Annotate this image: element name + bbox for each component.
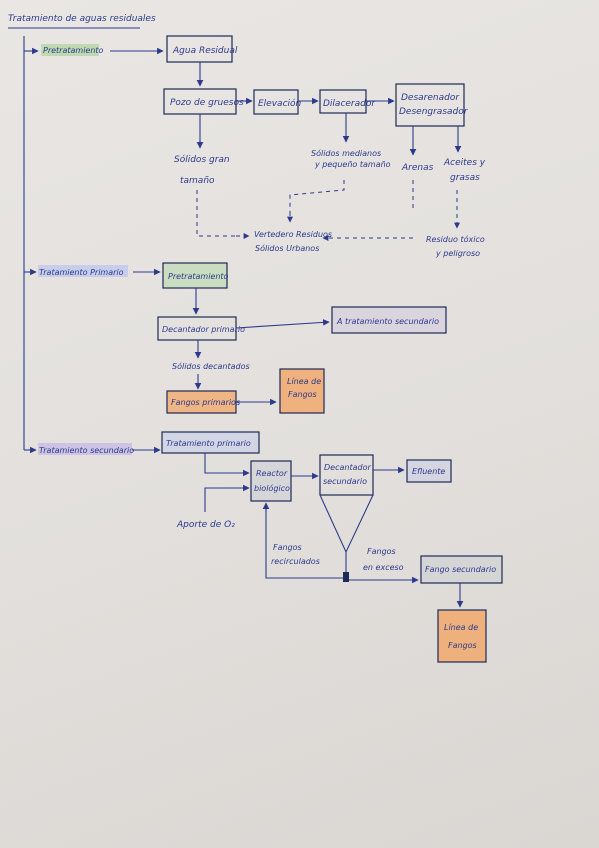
tratamiento-primario-label: Tratamiento primario bbox=[166, 439, 251, 448]
primario-highlight bbox=[38, 265, 128, 277]
linea-fangos-2-label-a: Línea de bbox=[444, 623, 478, 632]
dash-solidos-gran-to-vertedero bbox=[196, 190, 238, 237]
reactor-box bbox=[250, 460, 292, 502]
fango-secundario-label: Fango secundario bbox=[425, 565, 496, 574]
solidos-med-label-2: y pequeño tamaño bbox=[314, 160, 391, 169]
fangos-recirc-label-2: recirculados bbox=[271, 557, 320, 566]
fango-secundario-fill bbox=[421, 556, 502, 583]
efluente-fill bbox=[407, 460, 451, 482]
diagram-title: Tratamiento de aguas residuales bbox=[8, 14, 156, 24]
funnel-shape bbox=[319, 494, 374, 554]
desarenador-box bbox=[395, 83, 465, 127]
fangos-exceso-label-1: Fangos bbox=[367, 547, 396, 556]
tratamiento-primario-fill bbox=[162, 432, 259, 453]
reactor-label-1: Reactor bbox=[256, 469, 288, 478]
aporte-o2-label: Aporte de O₂ bbox=[176, 520, 235, 530]
recirculation-line bbox=[265, 504, 343, 579]
dash-solidos-med-to-vertedero bbox=[289, 180, 345, 220]
efluente-box bbox=[406, 459, 452, 483]
decantador-sec-label-1: Decantador bbox=[324, 463, 371, 472]
elevacion-box bbox=[253, 89, 299, 115]
pretratamiento-highlight bbox=[41, 44, 99, 56]
residuo-toxico-label-1: Residuo tóxico bbox=[426, 234, 485, 244]
linea-fangos-2-label-b: Fangos bbox=[448, 641, 477, 650]
linea-fangos-1-fill bbox=[280, 369, 324, 413]
linea-fangos-2-box bbox=[437, 609, 487, 663]
tratamiento-primario-box bbox=[161, 431, 260, 454]
reactor-label-2: biológico bbox=[254, 483, 290, 493]
a-tratamiento-secundario-label: A tratamiento secundario bbox=[336, 317, 439, 326]
aceites-label-1: Aceites y bbox=[443, 158, 486, 168]
pretratamiento-box bbox=[162, 262, 228, 289]
vertedero-label-1: Vertedero Residuos bbox=[254, 230, 332, 239]
dilacerador-label: Dilacerador bbox=[323, 99, 376, 109]
section-primario: Tratamiento Primario bbox=[39, 268, 124, 277]
fangos-exceso-label-2: en exceso bbox=[363, 563, 404, 572]
linea-fangos-1-box bbox=[279, 368, 325, 414]
solidos-med-label-1: Sólidos medianos bbox=[311, 148, 381, 158]
decantador-primario-box bbox=[157, 316, 237, 341]
fangos-primarios-fill bbox=[167, 391, 236, 413]
arenas-label: Arenas bbox=[401, 163, 434, 173]
linea-fangos-2-fill bbox=[438, 610, 486, 662]
arrow-primario-to-reactor bbox=[204, 453, 250, 477]
secundario-highlight bbox=[38, 443, 132, 455]
section-secundario: Tratamiento secundario bbox=[39, 446, 134, 455]
reactor-fill bbox=[251, 461, 291, 501]
residuo-toxico-label-2: y peligroso bbox=[435, 249, 480, 258]
vertedero-label-2: Sólidos Urbanos bbox=[255, 243, 319, 253]
a-tratamiento-secundario-box bbox=[331, 306, 447, 334]
fangos-recirc-label-1: Fangos bbox=[273, 543, 302, 552]
elevacion-label: Elevación bbox=[258, 98, 302, 109]
efluente-label: Efluente bbox=[412, 467, 445, 476]
pozo-gruesos-label: Pozo de gruesos bbox=[170, 98, 244, 108]
decantador-primario-label: Decantador primario bbox=[162, 325, 245, 334]
desarenador-label-2: Desengrasador bbox=[399, 107, 469, 117]
a-tratamiento-secundario-fill bbox=[332, 307, 446, 333]
solidos-gran-label-1: Sólidos gran bbox=[174, 154, 230, 165]
decantador-secundario-box bbox=[319, 454, 374, 496]
desarenador-label-1: Desarenador bbox=[401, 93, 460, 103]
arrow-aporte-to-reactor bbox=[204, 484, 250, 512]
fango-secundario-box bbox=[420, 555, 503, 584]
aceites-label-2: grasas bbox=[450, 173, 480, 183]
arrow-decantador-to-secundario bbox=[235, 319, 330, 329]
solidos-decantados-label: Sólidos decantados bbox=[172, 361, 250, 371]
linea-fangos-1-label-a: Línea de bbox=[287, 377, 321, 386]
linea-fangos-1-label-b: Fangos bbox=[288, 390, 317, 399]
decantador-sec-label-2: secundario bbox=[323, 477, 367, 486]
fangos-primarios-label: Fangos primarios bbox=[171, 398, 240, 407]
funnel-valve bbox=[343, 572, 349, 582]
solidos-gran-label-2: tamaño bbox=[180, 176, 215, 186]
section-pretratamiento: Pretratamiento bbox=[43, 46, 104, 55]
agua-residual-label: Agua Residual bbox=[172, 46, 238, 56]
pretratamiento-box-label: Pretratamiento bbox=[168, 272, 229, 281]
pretratamiento-box-fill bbox=[163, 263, 227, 288]
